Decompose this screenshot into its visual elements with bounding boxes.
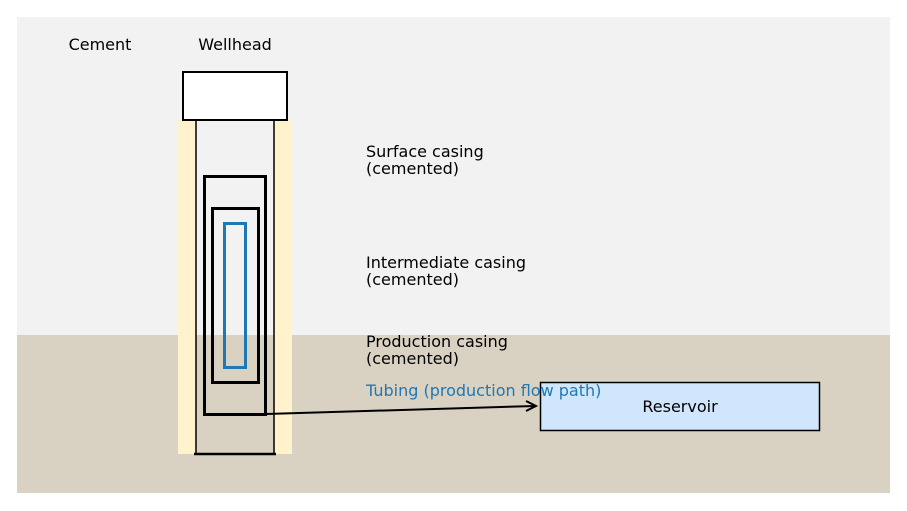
cement-left [178, 120, 196, 454]
surface-casing-label-line1: Surface casing [366, 142, 484, 161]
intermediate-casing [211, 207, 260, 384]
production-casing-label-line2: (cemented) [366, 349, 459, 368]
surface-casing-label-line2: (cemented) [366, 159, 459, 178]
wellhead-box [182, 71, 288, 121]
tubing-label: Tubing (production flow path) [365, 381, 601, 400]
above-ground-region [17, 17, 890, 335]
intermediate-casing-label-line2: (cemented) [366, 270, 459, 289]
tubing [223, 222, 247, 369]
reservoir-box [539, 381, 821, 432]
cement-right [274, 120, 292, 454]
reservoir-label: Reservoir [642, 397, 718, 416]
flow-arrow-line [265, 405, 536, 415]
intermediate-casing-label-line1: Intermediate casing [366, 253, 526, 272]
arrow-head-icon [525, 400, 539, 412]
surface-casing [203, 175, 267, 416]
production-casing-label-line1: Production casing [366, 332, 508, 351]
cement-label: Cement [69, 35, 132, 54]
wellhead-label: Wellhead [198, 35, 272, 54]
